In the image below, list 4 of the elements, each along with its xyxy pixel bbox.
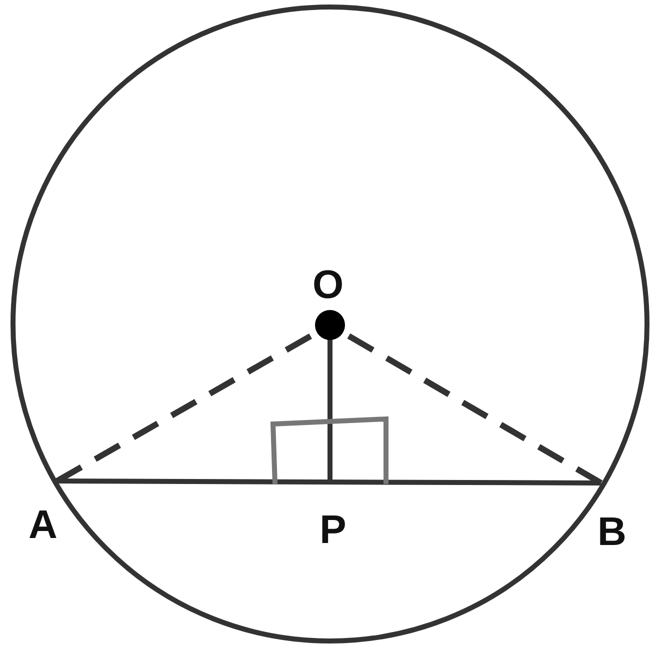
point-label: P [320,510,346,550]
point-label: A [28,505,58,545]
point-label: O [312,265,344,305]
point-label: B [598,512,626,552]
